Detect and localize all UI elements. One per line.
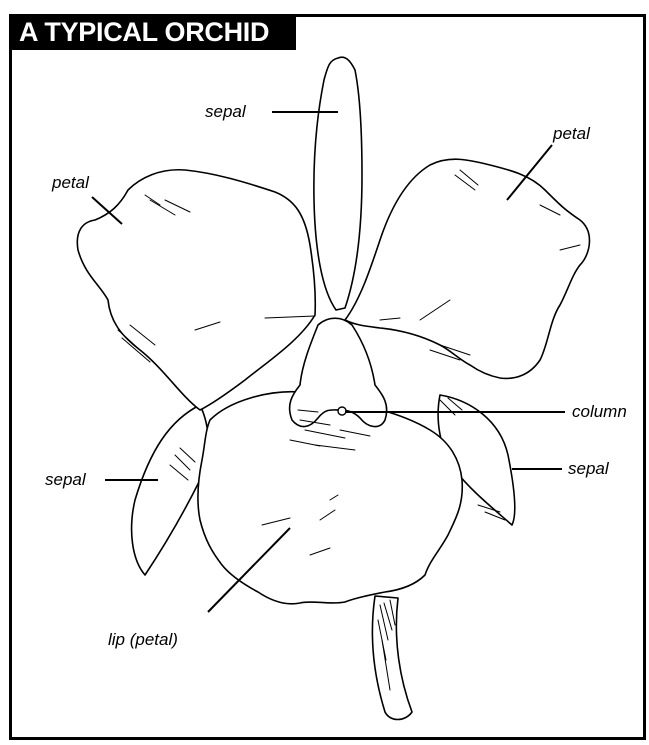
left-sepal <box>132 405 209 575</box>
stem <box>372 596 412 720</box>
label-sepal-left: sepal <box>45 470 86 490</box>
label-sepal-top: sepal <box>205 102 246 122</box>
label-sepal-right: sepal <box>568 459 609 479</box>
label-petal-left: petal <box>52 173 89 193</box>
left-petal <box>77 170 315 410</box>
column-tip <box>338 407 346 415</box>
label-column: column <box>572 402 627 422</box>
label-lip: lip (petal) <box>108 630 178 650</box>
dorsal-sepal <box>314 57 362 310</box>
right-petal <box>345 159 589 378</box>
label-petal-right: petal <box>553 124 590 144</box>
lip <box>198 392 462 604</box>
